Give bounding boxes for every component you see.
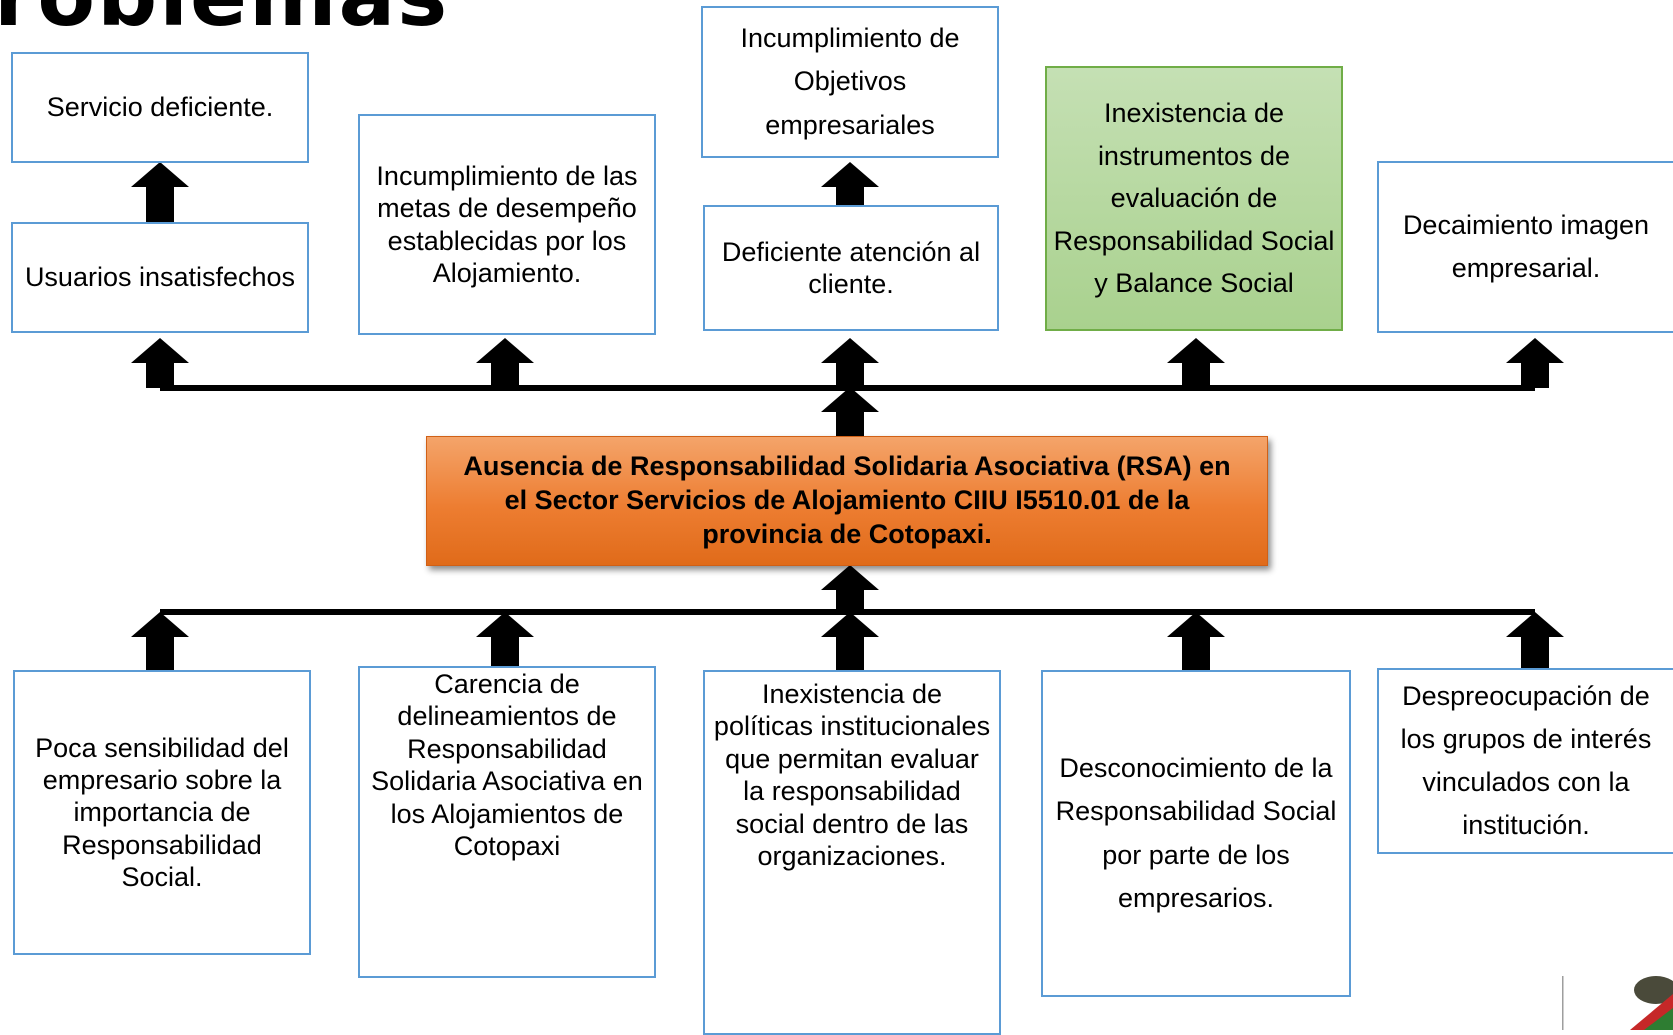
- arrow-up-icon: [1167, 338, 1225, 388]
- arrow-up-icon: [821, 338, 879, 388]
- central-problem-text: Ausencia de Responsabilidad Solidaria As…: [463, 451, 1231, 549]
- arrow-up-icon: [131, 162, 189, 222]
- cause-inexistencia-politicas: Inexistencia de políticas institucionale…: [703, 670, 1001, 1035]
- effect-usuarios-insatisfechos: Usuarios insatisfechos: [11, 222, 309, 333]
- arrow-up-icon: [821, 612, 879, 670]
- effect-imagen-text: Decaimiento imagen empresarial.: [1402, 209, 1650, 283]
- arrow-up-icon: [476, 338, 534, 388]
- effect-inexistencia-instrumentos: Inexistencia de instrumentos de evaluaci…: [1045, 66, 1343, 331]
- cause-delineamientos-text: Carencia de delineamientos de Responsabi…: [371, 669, 643, 861]
- arrow-up-icon: [1167, 612, 1225, 670]
- arrow-up-icon: [1506, 612, 1564, 668]
- effect-metas-text: Incumplimiento de las metas de desempeño…: [376, 160, 638, 288]
- cause-carencia-delineamientos: Carencia de delineamientos de Responsabi…: [358, 666, 656, 978]
- arrow-up-icon: [821, 565, 879, 613]
- arrow-up-icon: [821, 387, 879, 441]
- arrow-up-icon: [131, 612, 189, 670]
- arrow-up-icon: [821, 162, 879, 206]
- effect-servicio-text: Servicio deficiente.: [46, 91, 274, 122]
- effect-instrumentos-text: Inexistencia de instrumentos de evaluaci…: [1053, 97, 1335, 299]
- effect-usuarios-text: Usuarios insatisfechos: [24, 261, 296, 292]
- cause-politicas-text: Inexistencia de políticas institucionale…: [713, 679, 991, 871]
- central-problem-box: Ausencia de Responsabilidad Solidaria As…: [426, 436, 1268, 566]
- cause-sensibilidad-text: Poca sensibilidad del empresario sobre l…: [35, 732, 289, 893]
- effect-servicio-deficiente: Servicio deficiente.: [11, 52, 309, 163]
- effect-deficiente-atencion: Deficiente atención al cliente.: [703, 205, 999, 331]
- cause-desconocimiento-text: Desconocimiento de la Responsabilidad So…: [1055, 753, 1337, 913]
- arrow-up-icon: [1506, 338, 1564, 388]
- institution-logo: [1562, 976, 1673, 1030]
- arrow-up-icon: [476, 612, 534, 668]
- cause-despreocupacion: Despreocupación de los grupos de interés…: [1377, 668, 1673, 854]
- effect-decaimiento-imagen: Decaimiento imagen empresarial.: [1377, 161, 1673, 333]
- effect-atencion-text: Deficiente atención al cliente.: [721, 236, 981, 299]
- arrow-up-icon: [131, 338, 189, 388]
- cause-despreocupacion-text: Despreocupación de los grupos de interés…: [1400, 680, 1652, 841]
- effect-objetivos-text: Incumplimiento de Objetivos empresariale…: [740, 23, 960, 140]
- effect-incumplimiento-objetivos: Incumplimiento de Objetivos empresariale…: [701, 6, 999, 158]
- cause-desconocimiento: Desconocimiento de la Responsabilidad So…: [1041, 670, 1351, 997]
- cause-poca-sensibilidad: Poca sensibilidad del empresario sobre l…: [13, 670, 311, 955]
- effect-incumplimiento-metas: Incumplimiento de las metas de desempeño…: [358, 114, 656, 335]
- page-title: roblemas: [0, 0, 449, 38]
